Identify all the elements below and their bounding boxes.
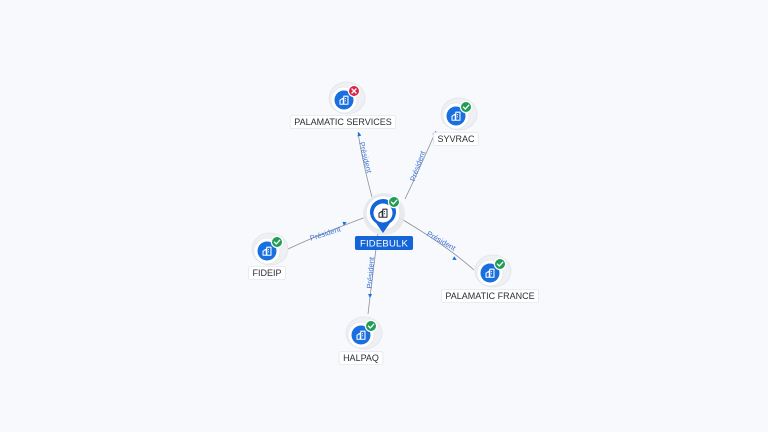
edge-arrow-icon xyxy=(342,221,347,226)
company-building-icon xyxy=(451,111,461,121)
node-label: SYVRAC xyxy=(433,132,479,146)
center-name: FIDEBULK xyxy=(360,238,409,249)
edge-label: Président xyxy=(425,229,458,253)
nodes-layer: PALAMATIC SERVICES SYVRAC FIDEIP PALAMATIC … xyxy=(248,81,539,365)
node-fideip[interactable]: FIDEIP xyxy=(248,232,289,280)
center-node[interactable]: FIDEBULK xyxy=(354,193,414,250)
edge-line xyxy=(397,216,475,271)
node-name: HALPAQ xyxy=(343,353,379,363)
edge-label: Président xyxy=(357,141,374,175)
company-building-icon xyxy=(262,246,272,256)
status-error-badge xyxy=(347,84,361,98)
status-ok-badge xyxy=(459,100,473,114)
node-palamatic-services[interactable]: PALAMATIC SERVICES xyxy=(289,81,397,129)
node-palamatic-france[interactable]: PALAMATIC FRANCE xyxy=(441,254,539,303)
check-icon xyxy=(462,104,470,110)
node-name: PALAMATIC FRANCE xyxy=(445,291,534,301)
edge-label: Président xyxy=(365,256,376,289)
edge-label: Président xyxy=(309,224,343,243)
edge-label: Président xyxy=(408,149,428,183)
center-layer: FIDEBULK xyxy=(354,193,414,250)
node-label: HALPAQ xyxy=(338,351,384,365)
check-icon xyxy=(273,239,281,245)
edge-line xyxy=(287,216,367,250)
edge-arrow-icon xyxy=(368,293,373,298)
node-halpaq[interactable]: HALPAQ xyxy=(338,316,384,365)
company-building-icon xyxy=(356,330,366,340)
edge-fideip: Président xyxy=(287,216,367,250)
node-label: FIDEIP xyxy=(248,266,286,280)
status-ok-badge xyxy=(493,257,507,271)
close-icon xyxy=(351,88,357,94)
edge-line xyxy=(357,131,373,198)
edge-arrow-icon xyxy=(452,256,457,260)
status-ok-badge xyxy=(270,235,284,249)
company-building-icon xyxy=(378,208,388,218)
status-ok-badge xyxy=(364,319,378,333)
node-name: SYVRAC xyxy=(437,134,475,144)
node-syvrac[interactable]: SYVRAC xyxy=(433,97,479,146)
node-name: FIDEIP xyxy=(252,268,281,278)
check-icon xyxy=(496,261,504,267)
node-label: PALAMATIC SERVICES xyxy=(289,115,397,129)
edge-line xyxy=(404,130,437,200)
company-building-icon xyxy=(339,95,349,105)
edge-arrow-icon xyxy=(357,132,362,137)
company-building-icon xyxy=(485,268,495,278)
center-label: FIDEBULK xyxy=(354,236,414,250)
check-icon xyxy=(390,199,398,205)
edge-syvrac: Président xyxy=(404,130,437,200)
status-ok-badge xyxy=(387,195,401,209)
node-label: PALAMATIC FRANCE xyxy=(441,289,539,303)
node-name: PALAMATIC SERVICES xyxy=(294,117,392,127)
check-icon xyxy=(367,323,375,329)
edge-palamatic-services: Président xyxy=(357,131,374,198)
